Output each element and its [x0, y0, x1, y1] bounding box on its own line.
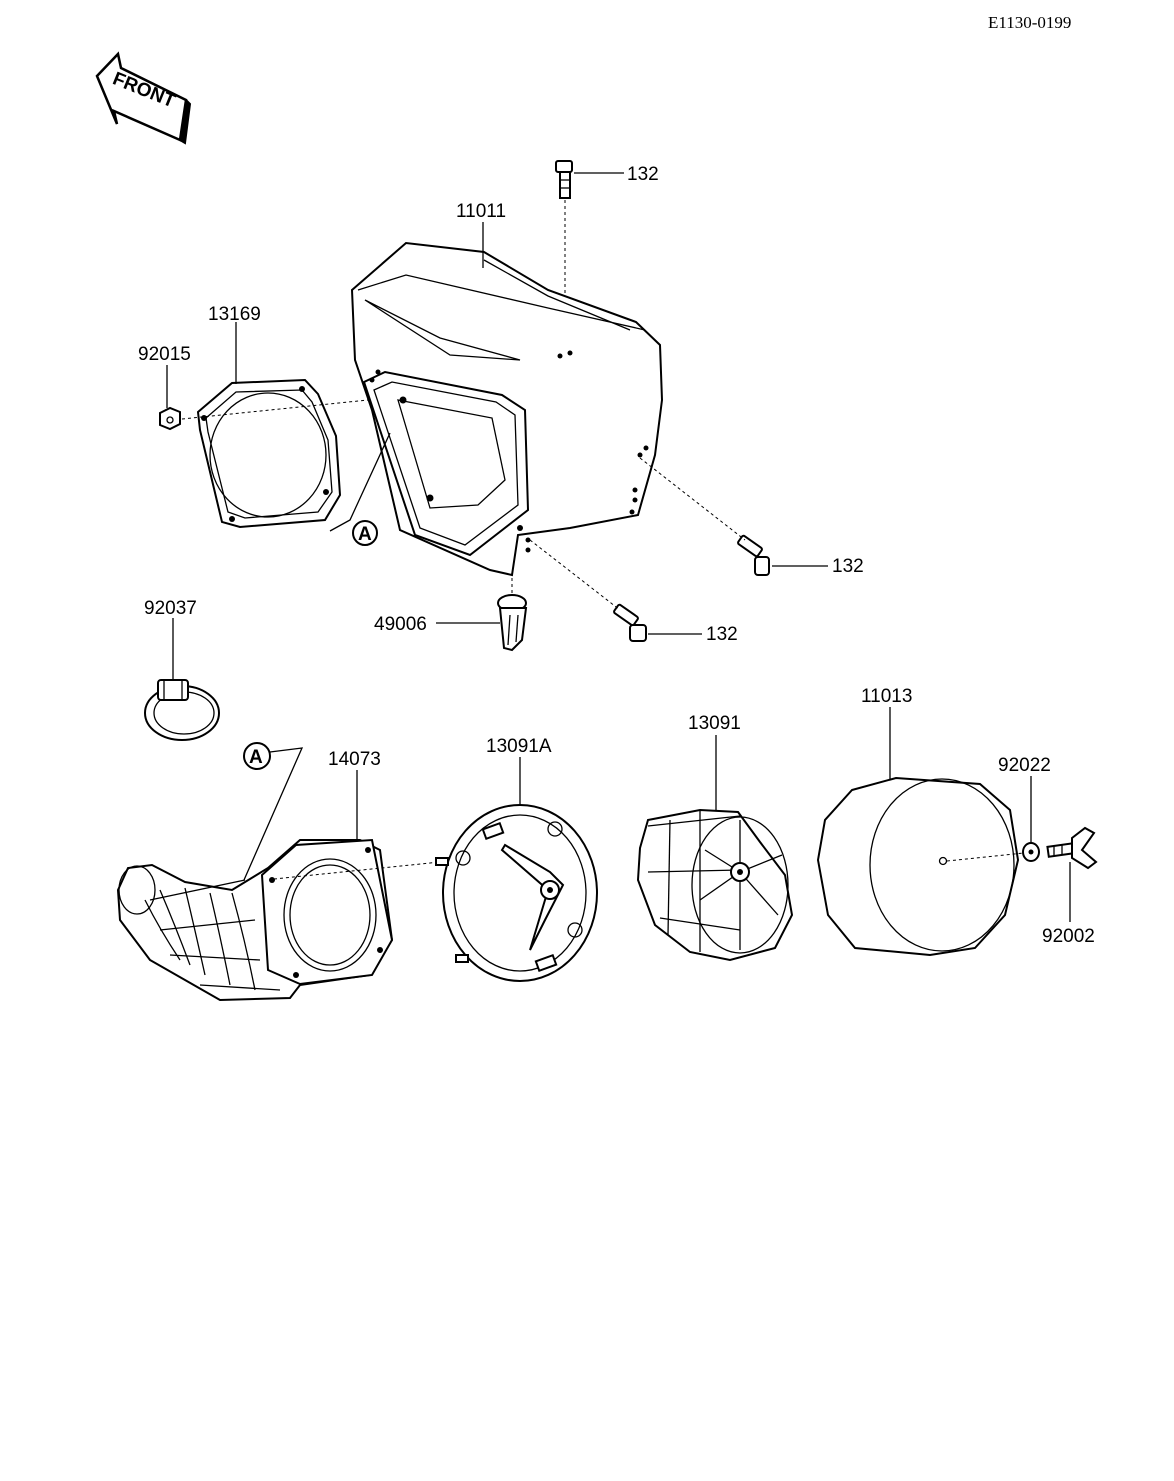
nut — [159, 406, 181, 431]
reference-code: E1130-0199 — [988, 13, 1071, 32]
label-92002: 92002 — [1042, 926, 1095, 947]
label-132-right: 132 — [832, 556, 864, 577]
label-92022: 92022 — [998, 755, 1051, 776]
label-14073: 14073 — [328, 749, 381, 770]
bolt-top — [555, 160, 573, 199]
label-132-top: 132 — [627, 164, 659, 185]
label-11011: 11011 — [456, 201, 506, 222]
svg-text:A: A — [249, 747, 263, 768]
air-filter-element — [816, 776, 1020, 957]
marker-a-lower: A — [243, 742, 271, 770]
label-13091A: 13091A — [486, 736, 552, 757]
bolt-right — [737, 534, 770, 576]
marker-a-upper: A — [352, 520, 378, 546]
drain-cap — [497, 594, 528, 652]
label-11013: 11013 — [861, 686, 912, 707]
label-13169: 13169 — [208, 304, 261, 325]
label-49006: 49006 — [374, 614, 427, 635]
label-132-lower: 132 — [706, 624, 738, 645]
element-holder-a — [435, 804, 598, 982]
washer — [1022, 842, 1040, 862]
gasket — [196, 378, 342, 529]
label-92015: 92015 — [138, 344, 191, 365]
label-13091: 13091 — [688, 713, 741, 734]
element-holder — [636, 808, 794, 962]
intake-duct — [116, 838, 394, 1002]
wing-bolt — [1046, 826, 1098, 870]
bolt-lower — [613, 603, 647, 642]
front-arrow-icon: FRONT — [95, 51, 192, 145]
clamp — [144, 679, 220, 741]
label-92037: 92037 — [144, 598, 197, 619]
air-cleaner-housing — [350, 241, 664, 577]
svg-text:A: A — [358, 524, 372, 545]
